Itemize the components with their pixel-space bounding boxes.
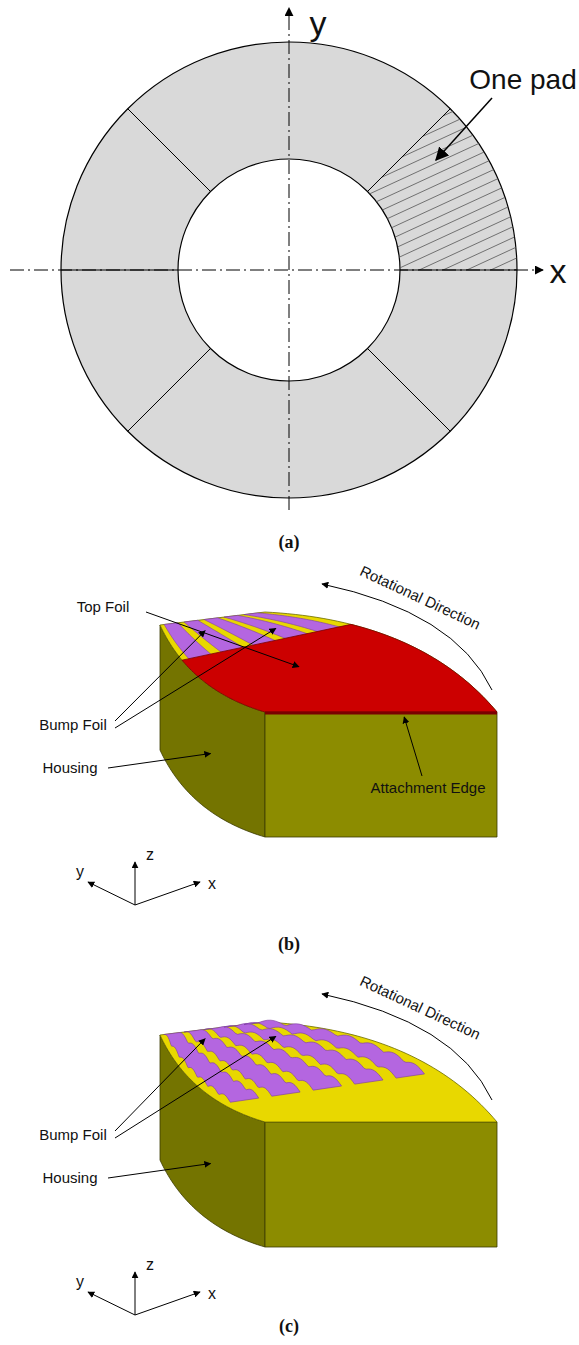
- hatch-line: [300, 282, 560, 402]
- hatch-line: [300, 348, 560, 468]
- housing-front-face: [265, 712, 497, 837]
- hatch-line: [300, 392, 560, 512]
- figure-label: Top Foil: [77, 599, 130, 616]
- hatch-line: [300, 106, 560, 226]
- hatch-line: [300, 0, 560, 17]
- hatch-line: [300, 436, 560, 556]
- hatch-line: [300, 161, 560, 281]
- figure-label: x: [208, 1285, 216, 1303]
- hatch-line: [300, 260, 560, 380]
- hatch-line: [300, 150, 560, 270]
- hatch-line: [300, 458, 560, 578]
- hatch-line: [300, 359, 560, 479]
- hatch-line: [300, 304, 560, 424]
- bump-foil-leader: [115, 631, 205, 721]
- hatch-line: [300, 194, 560, 314]
- figure-label: Bump Foil: [39, 717, 107, 734]
- hatch-line: [300, 293, 560, 413]
- bearing-pad-with-top-foil: [88, 584, 497, 905]
- hatch-line: [300, 315, 560, 435]
- hatch-line: [300, 425, 560, 545]
- axis-triad-arrow: [88, 1292, 135, 1315]
- figure-label: y: [76, 863, 84, 881]
- bearing-pad-bump-foil: [88, 994, 497, 1315]
- hatch-line: [300, 40, 560, 160]
- x-axis: [10, 270, 543, 271]
- figure-label: Housing: [42, 1170, 97, 1187]
- hatch-line: [300, 0, 560, 116]
- hatch-line: [300, 139, 560, 259]
- hatch-line: [300, 381, 560, 501]
- panel-caption: (c): [279, 1317, 299, 1337]
- hatch-line: [300, 337, 560, 457]
- hatch-line: [300, 172, 560, 292]
- figure-label: y: [76, 1273, 84, 1291]
- hatch-line: [300, 84, 560, 204]
- hatch-line: [300, 469, 560, 589]
- hatch-line: [300, 403, 560, 523]
- panel-caption: (b): [278, 935, 300, 955]
- bump-foil-leader: [115, 1036, 276, 1138]
- hatch-line: [300, 128, 560, 248]
- figure-label: Rotational Direction: [357, 563, 483, 633]
- hatch-line: [300, 271, 560, 391]
- figure-label: x: [550, 253, 567, 290]
- hatch-line: [300, 205, 560, 325]
- hatch-line: [300, 0, 560, 6]
- axis-triad-arrow: [135, 1292, 200, 1315]
- housing-leader: [108, 753, 211, 768]
- pad-divider: [367, 109, 450, 192]
- hatch-line: [300, 0, 560, 72]
- figure-label: Housing: [42, 760, 97, 777]
- hatch-line: [300, 370, 560, 490]
- hatch-line: [300, 0, 560, 50]
- attachment-edge: [265, 712, 497, 715]
- axis-triad-arrow: [135, 1272, 136, 1315]
- housing-leader: [108, 1163, 211, 1178]
- figure-label: z: [146, 846, 154, 864]
- figure-label: Bump Foil: [39, 1127, 107, 1144]
- y-axis: [289, 8, 290, 510]
- housing-top: [160, 612, 497, 712]
- hatch-line: [300, 414, 560, 534]
- pad-divider: [367, 348, 450, 431]
- pad-divider: [128, 109, 211, 192]
- hatch-line: [300, 183, 560, 303]
- pad-leader: [436, 98, 492, 160]
- bump-foil-strip: [244, 1020, 424, 1078]
- figure-label: One pad: [469, 65, 576, 96]
- figure-label: Rotational Direction: [357, 973, 483, 1043]
- figure-label: x: [208, 875, 216, 893]
- hatch-line: [300, 227, 560, 347]
- bump-foil-leader: [115, 1039, 205, 1131]
- attachment-leader: [404, 717, 422, 776]
- hatch-line: [300, 216, 560, 336]
- pad-divider: [128, 348, 211, 431]
- figure-label: Attachment Edge: [370, 780, 485, 797]
- hatch-line: [300, 249, 560, 369]
- hatch-line: [300, 238, 560, 358]
- axis-triad-arrow: [135, 862, 136, 905]
- hatch-line: [300, 447, 560, 567]
- hatch-line: [300, 0, 560, 39]
- hatch-line: [300, 326, 560, 446]
- figure-label: z: [146, 1256, 154, 1274]
- hatch-line: [300, 0, 560, 28]
- housing-front-face: [265, 1122, 497, 1247]
- panel-caption: (a): [279, 533, 300, 553]
- hatch-line: [300, 0, 560, 61]
- axis-triad-arrow: [88, 882, 135, 905]
- bump-foil-leader: [115, 628, 276, 728]
- hatch-line: [300, 95, 560, 215]
- top-foil-leader: [146, 612, 299, 667]
- hatch-line: [300, 117, 560, 237]
- figure-label: y: [310, 5, 327, 42]
- axis-triad-arrow: [135, 882, 200, 905]
